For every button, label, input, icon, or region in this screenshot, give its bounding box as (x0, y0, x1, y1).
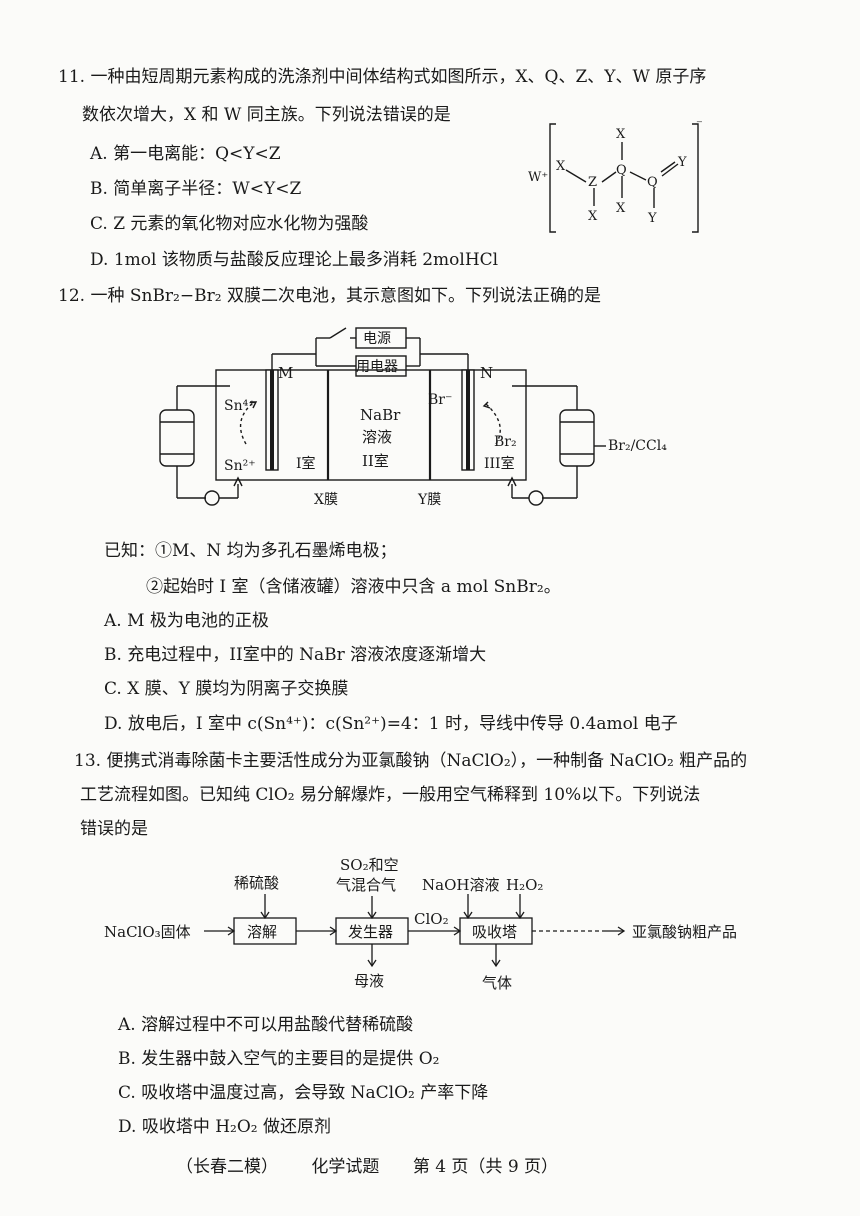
power-label: 电源 (363, 331, 391, 347)
flow-so2-2: 气混合气 (336, 876, 396, 894)
nabr-label: NaBr (360, 406, 401, 424)
sn2-label: Sn²⁺ (224, 458, 256, 474)
footer-page: 第 4 页（共 9 页） (412, 1157, 559, 1177)
q11-option-a: A. 第一电离能：Q<Y<Z (90, 144, 281, 164)
left-tank (159, 409, 195, 467)
membrane-x-label: X膜 (314, 492, 338, 508)
q11-option-d: D. 1mol 该物质与盐酸反应理论上最多消耗 2molHCl (90, 250, 499, 270)
flow-absorber: 吸收塔 (472, 923, 517, 941)
sn4-label: Sn⁴⁺ (224, 398, 256, 414)
q12-option-a: A. M 极为电池的正极 (104, 611, 269, 631)
membrane-y-label: Y膜 (417, 492, 441, 508)
br2-label: Br₂ (494, 434, 517, 450)
q13-option-b: B. 发生器中鼓入空气的主要目的是提供 O₂ (118, 1049, 440, 1069)
q11-option-c: C. Z 元素的氧化物对应水化物为强酸 (90, 214, 369, 234)
atom-x-top: X (616, 127, 626, 142)
q12-known-1: 已知：①M、N 均为多孔石墨烯电极； (104, 541, 397, 561)
electrode-n-label: N (480, 364, 493, 382)
q12-option-b: B. 充电过程中，II室中的 NaBr 溶液浓度逐渐增大 (104, 645, 487, 665)
left-bracket (549, 123, 556, 233)
right-pump (528, 490, 544, 506)
right-bracket (692, 123, 699, 233)
atom-z: Z (588, 175, 597, 190)
q13-option-a: A. 溶解过程中不可以用盐酸代替稀硫酸 (118, 1015, 414, 1035)
room1-label: I室 (296, 455, 316, 472)
battery-diagram: 电源 用电器 M N Sn⁴⁺ Sn²⁺ I室 NaBr 溶液 II室 Br⁻ … (159, 327, 667, 508)
flow-naoh: NaOH溶液 (422, 876, 499, 894)
cell-body (215, 369, 527, 481)
flow-gas: 气体 (482, 974, 512, 992)
left-pump (204, 490, 220, 506)
cation-w-label: W⁺ (528, 170, 548, 185)
atom-q-1: Q (616, 163, 627, 178)
q12-option-d: D. 放电后，I 室中 c(Sn⁴⁺)：c(Sn²⁺)=4：1 时，导线中传导 … (104, 714, 678, 734)
room2-label: II室 (362, 452, 389, 470)
q11-option-b: B. 简单离子半径：W<Y<Z (90, 179, 302, 199)
flow-product: 亚氯酸钠粗产品 (632, 923, 737, 941)
q12-known-2: ②起始时 I 室（含储液罐）溶液中只含 a mol SnBr₂。 (146, 577, 561, 597)
atom-x-under-z: X (588, 209, 598, 224)
tank-right-label: Br₂/CCl₄ (608, 438, 667, 454)
q11-structure-diagram: W⁺ X Z X X Q X Q Y Y ⁻ (528, 117, 703, 233)
q13-option-d: D. 吸收塔中 H₂O₂ 做还原剂 (118, 1117, 332, 1137)
atom-y-top: Y (677, 155, 687, 170)
electrode-m-label: M (278, 364, 293, 382)
q11-stem-line1: 11. 一种由短周期元素构成的洗涤剂中间体结构式如图所示，X、Q、Z、Y、W 原… (58, 67, 707, 87)
q11-stem-line2: 数依次增大，X 和 W 同主族。下列说法错误的是 (82, 105, 451, 125)
flow-mother-liquor: 母液 (354, 972, 384, 990)
right-tank (559, 409, 595, 467)
anion-charge: ⁻ (696, 117, 703, 132)
q13-stem-line2: 工艺流程如图。已知纯 ClO₂ 易分解爆炸，一般用空气稀释到 10%以下。下列说… (80, 785, 701, 805)
flow-h2o2: H₂O₂ (506, 876, 543, 894)
atom-y-bottom: Y (647, 211, 657, 226)
footer-subject: 化学试题 (311, 1157, 380, 1177)
page-footer: （长春二模） 化学试题 第 4 页（共 9 页） (176, 1152, 586, 1177)
flow-start: NaClO₃固体 (104, 923, 191, 941)
flow-dissolve: 溶解 (247, 923, 277, 941)
atom-x-left: X (556, 159, 566, 174)
q13-stem-line3: 错误的是 (80, 819, 148, 839)
atom-q-2: Q (647, 175, 658, 190)
q13-option-c: C. 吸收塔中温度过高，会导致 NaClO₂ 产率下降 (118, 1083, 489, 1103)
solution-label: 溶液 (362, 428, 392, 446)
flow-dilute-acid: 稀硫酸 (234, 874, 279, 892)
q12-option-c: C. X 膜、Y 膜均为阴离子交换膜 (104, 679, 349, 699)
flow-so2-1: SO₂和空 (340, 856, 399, 874)
room3-label: III室 (484, 455, 515, 472)
q13-stem-line1: 13. 便携式消毒除菌卡主要活性成分为亚氯酸钠（NaClO₂），一种制备 NaC… (74, 751, 748, 771)
footer-exam: （长春二模） (176, 1157, 278, 1177)
q12-stem: 12. 一种 SnBr₂−Br₂ 双膜二次电池，其示意图如下。下列说法正确的是 (58, 286, 601, 306)
atom-x-under-q: X (616, 201, 626, 216)
appliance-label: 用电器 (356, 359, 398, 375)
flow-generator: 发生器 (348, 923, 393, 941)
br-minus-label: Br⁻ (428, 392, 452, 408)
process-flow-diagram: NaClO₃固体 稀硫酸 溶解 SO₂和空 气混合气 发生器 ClO₂ NaOH… (104, 856, 737, 992)
flow-clo2: ClO₂ (414, 910, 449, 928)
